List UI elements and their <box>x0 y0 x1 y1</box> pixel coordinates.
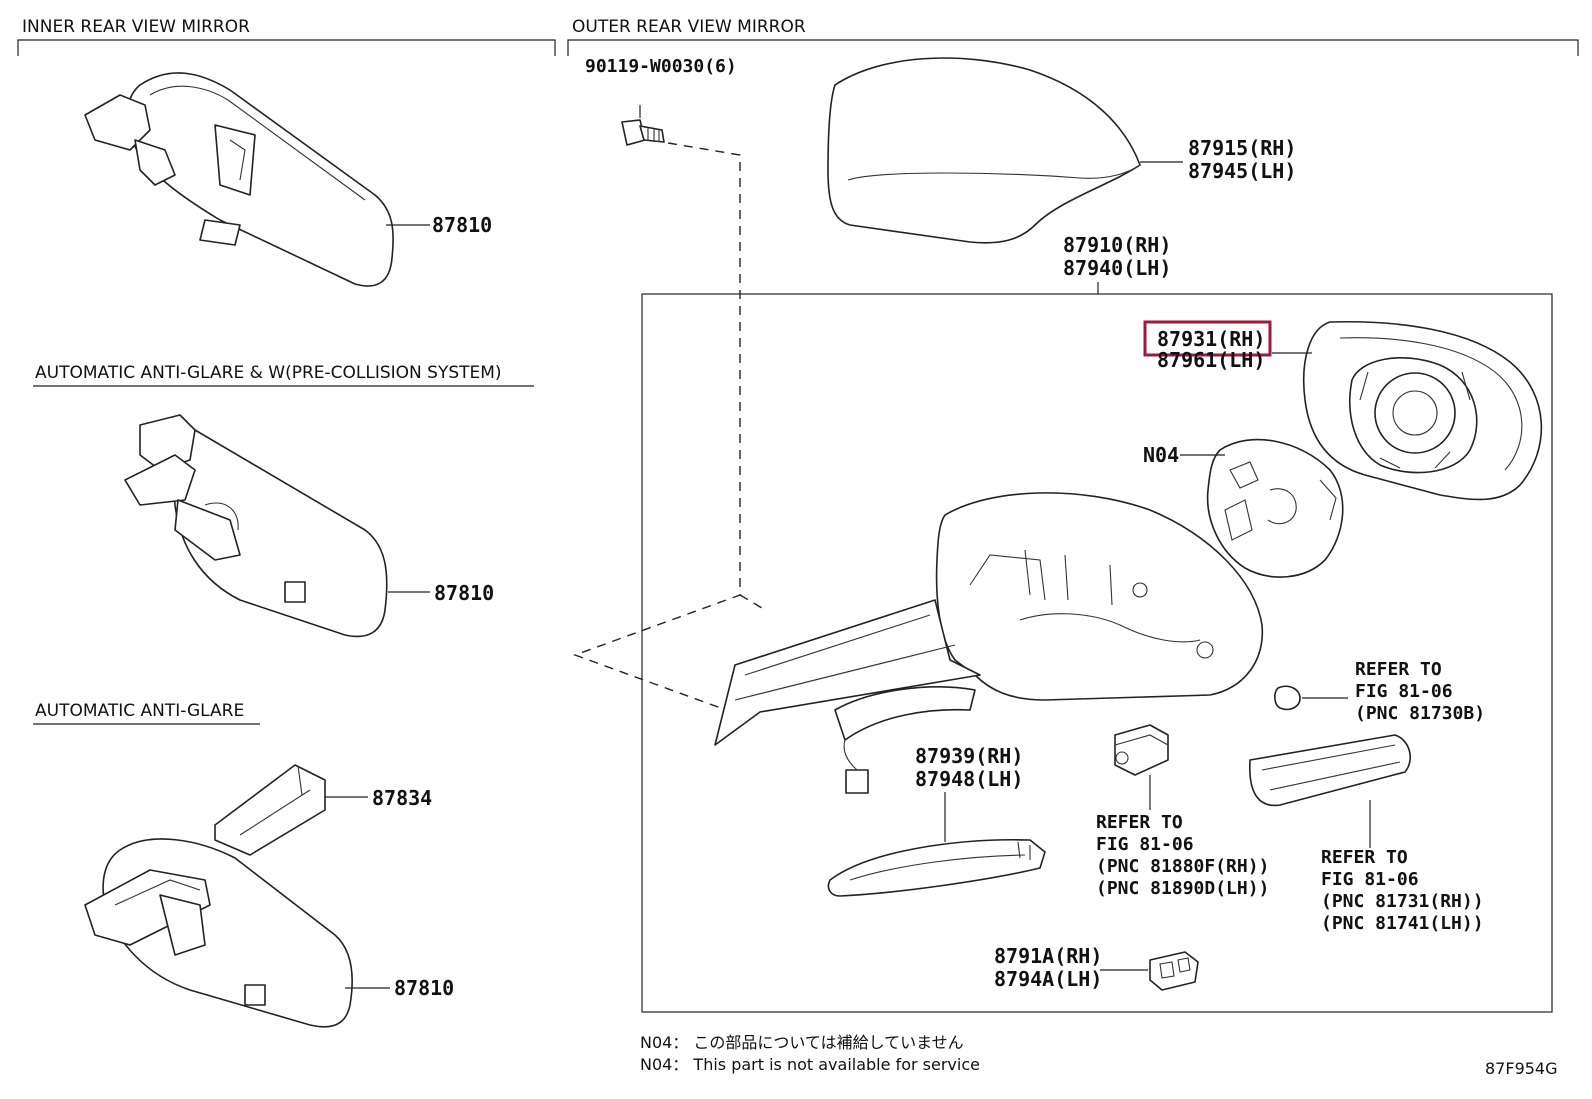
part-number-small-rh[interactable]: 8791A(RH) <box>994 944 1102 968</box>
part-number-bolt[interactable]: 90119-W0030(6) <box>585 56 737 77</box>
refer-signal-line4: (PNC 81741(LH)) <box>1321 913 1484 934</box>
refer-signal-line1: REFER TO <box>1321 847 1408 868</box>
mirror-housing-illustration <box>714 492 1264 794</box>
inner-mirror-3-illustration <box>84 838 353 1028</box>
refer-bulb-line2: FIG 81-06 <box>1355 681 1453 702</box>
part-number-assy-lh[interactable]: 87940(LH) <box>1063 256 1171 280</box>
mirror-cap-illustration <box>827 57 1141 244</box>
part-number-cap-lh[interactable]: 87945(LH) <box>1188 159 1296 183</box>
part-number-small-lh[interactable]: 8794A(LH) <box>994 967 1102 991</box>
cover-illustration <box>214 764 326 856</box>
part-number-87810-a[interactable]: 87810 <box>432 213 492 237</box>
bolt-dashed-guide-2 <box>739 594 763 609</box>
bolt-dashed-guide <box>572 142 741 716</box>
side-lamp-illustration <box>827 838 1046 897</box>
part-number-87834[interactable]: 87834 <box>372 786 432 810</box>
figure-code: 87F954G <box>1485 1059 1558 1078</box>
part-number-cap-rh[interactable]: 87915(RH) <box>1188 136 1296 160</box>
refer-camera-line1: REFER TO <box>1096 812 1183 833</box>
assembly-frame <box>641 293 1553 1013</box>
mirror-glass-illustration <box>1302 320 1543 501</box>
part-number-glass-rh[interactable]: 87931(RH) <box>1157 327 1265 351</box>
inner-mirror-1-illustration <box>84 72 394 287</box>
section-bracket-outer <box>567 39 1579 56</box>
part-number-glass-lh[interactable]: 87961(LH) <box>1157 348 1265 372</box>
inner-mirror-2-illustration <box>124 414 388 638</box>
section-title-inner: INNER REAR VIEW MIRROR <box>22 17 250 37</box>
part-number-87810-c[interactable]: 87810 <box>394 976 454 1000</box>
note-jp: N04： この部品については補給していません <box>640 1033 964 1052</box>
section-title-outer: OUTER REAR VIEW MIRROR <box>572 17 806 37</box>
section-bracket-inner <box>17 39 556 56</box>
refer-camera-line3: (PNC 81880F(RH)) <box>1096 856 1269 877</box>
section-title-auto: AUTOMATIC ANTI-GLARE <box>35 701 244 721</box>
part-number-87810-b[interactable]: 87810 <box>434 581 494 605</box>
camera-illustration <box>1114 724 1169 776</box>
part-number-lamp-rh[interactable]: 87939(RH) <box>915 744 1023 768</box>
actuator-illustration <box>1206 438 1344 578</box>
note-en: N04： This part is not available for serv… <box>640 1055 980 1074</box>
refer-signal-line2: FIG 81-06 <box>1321 869 1419 890</box>
part-number-assy-rh[interactable]: 87910(RH) <box>1063 233 1171 257</box>
turn-signal-illustration <box>1249 734 1411 807</box>
refer-camera-line4: (PNC 81890D(LH)) <box>1096 878 1269 899</box>
refer-bulb-line1: REFER TO <box>1355 659 1442 680</box>
bulb-illustration <box>1274 685 1301 711</box>
section-title-auto-pre: AUTOMATIC ANTI-GLARE & W(PRE-COLLISION S… <box>35 363 502 383</box>
part-number-lamp-lh[interactable]: 87948(LH) <box>915 767 1023 791</box>
refer-bulb-line3: (PNC 81730B) <box>1355 703 1485 724</box>
refer-signal-line3: (PNC 81731(RH)) <box>1321 891 1484 912</box>
small-clip-illustration <box>1149 951 1199 991</box>
refer-camera-line2: FIG 81-06 <box>1096 834 1194 855</box>
highlight-box <box>1143 320 1272 357</box>
bolt-illustration <box>621 119 665 146</box>
part-number-actuator[interactable]: N04 <box>1143 443 1179 467</box>
